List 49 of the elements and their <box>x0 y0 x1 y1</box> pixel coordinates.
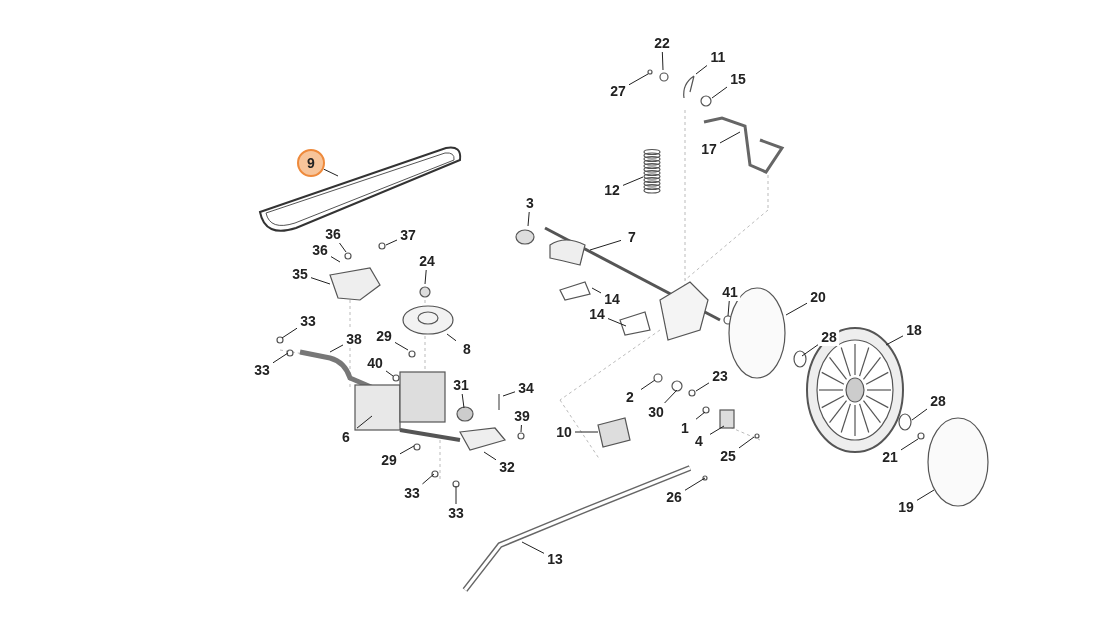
callout-number: 28 <box>819 328 839 346</box>
leader-line <box>574 431 599 433</box>
leader-line <box>607 318 627 327</box>
leader-line <box>323 168 339 177</box>
leader-line <box>589 239 622 251</box>
leader-line <box>446 333 457 342</box>
leader-line <box>339 242 347 253</box>
leader-line <box>424 269 427 285</box>
leader-line <box>591 287 602 294</box>
leader-line <box>483 451 497 461</box>
leader-line <box>916 489 935 501</box>
leader-line <box>272 352 289 364</box>
leader-line <box>711 86 728 99</box>
leader-line <box>421 473 435 485</box>
leader-line <box>399 445 415 455</box>
leader-line <box>622 176 644 186</box>
callout-number: 38 <box>344 330 364 348</box>
leader-line <box>385 370 394 377</box>
leader-line <box>640 379 656 390</box>
leader-line <box>727 300 730 317</box>
leader-line <box>394 341 409 351</box>
leader-line <box>329 344 344 353</box>
leader-line <box>310 277 331 285</box>
leader-line <box>684 477 706 491</box>
leader-line <box>520 424 522 433</box>
leader-line <box>785 302 808 316</box>
leader-line <box>911 408 928 421</box>
leader-line <box>695 65 708 75</box>
leader-line <box>330 256 341 263</box>
leader-line <box>661 51 664 71</box>
leader-line <box>695 411 706 420</box>
leader-line <box>356 415 373 429</box>
leader-line <box>900 438 919 451</box>
leader-line <box>801 344 819 357</box>
leader-line <box>738 436 755 449</box>
leader-line <box>709 425 725 435</box>
leader-line <box>628 73 649 86</box>
leader-line <box>885 335 904 346</box>
leader-line <box>502 391 516 397</box>
leader-line <box>281 327 298 339</box>
leader-line <box>719 131 741 144</box>
leader-line <box>385 239 398 246</box>
leader-line <box>461 393 465 409</box>
leader-line <box>695 382 710 392</box>
leader-line <box>521 541 545 554</box>
callout-number: 9 <box>297 149 325 177</box>
leader-line <box>664 389 678 404</box>
leader-line <box>527 211 530 227</box>
leader-line <box>455 485 457 505</box>
